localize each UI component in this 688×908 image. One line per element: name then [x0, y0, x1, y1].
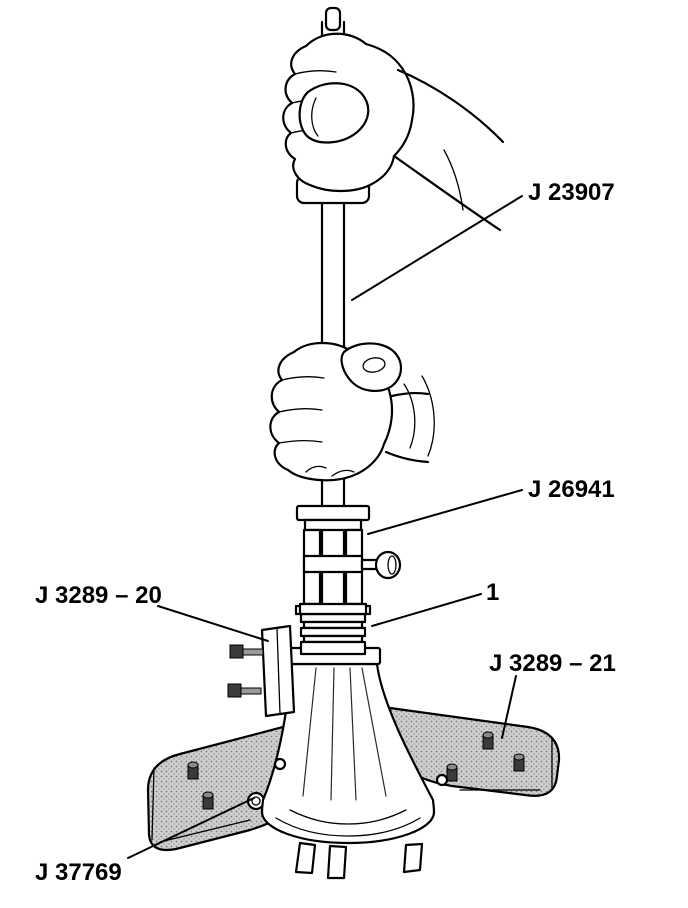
upper-thumb: [298, 82, 370, 144]
clamp-bolt-head: [227, 683, 242, 698]
housing-rim: [275, 809, 421, 837]
label-driver-handle: J 23907: [528, 179, 615, 206]
label-fixture-right: J 3289 – 21: [489, 650, 616, 677]
label-fixture-left: J 3289 – 20: [35, 582, 162, 609]
housing-shading: [302, 667, 387, 801]
leader-line: [501, 675, 517, 739]
label-installer: J 26941: [528, 476, 615, 503]
label-component-callout: 1: [486, 579, 499, 606]
leader-line: [127, 797, 255, 859]
upper-forearm-lines: [392, 68, 505, 232]
clamp-bolt: [242, 648, 264, 656]
fixture-bolt: [513, 753, 525, 772]
upper-wrist-crease: [443, 149, 464, 211]
fixture-bolt: [446, 763, 458, 782]
label-fixture-base: J 37769: [35, 859, 122, 886]
upper-hand: [282, 32, 505, 232]
adapter-bottom-flange: [298, 602, 368, 616]
lower-wrist-arcs: [403, 375, 435, 457]
clamp-bracket-left: [227, 624, 296, 718]
housing-bolt: [435, 773, 449, 787]
fixture-bolt: [482, 731, 494, 750]
fixture-bolt: [202, 791, 214, 810]
adapter-top-flange: [295, 504, 371, 522]
seal-component: [294, 604, 372, 656]
lower-thumb: [340, 342, 403, 392]
housing-bolt: [273, 757, 287, 771]
adapter-crossbar: [302, 554, 364, 574]
thumb-nail: [362, 357, 386, 373]
lower-finger-creases: [278, 376, 355, 477]
leader-line: [351, 195, 523, 301]
leader-line: [371, 593, 482, 627]
leader-line: [157, 605, 269, 642]
lower-hand: [269, 342, 435, 482]
labels: J 23907 J 26941 J 3289 – 20 1 J 3289 – 2…: [35, 179, 616, 886]
housing-feet: [294, 841, 424, 880]
clamp-bolt-head: [229, 644, 244, 659]
fixture-bolt: [187, 761, 199, 780]
shaft-top-cap: [324, 6, 342, 32]
leader-line: [367, 489, 523, 535]
clamp-bolt: [240, 687, 262, 695]
leader-lines: [127, 195, 523, 859]
upper-thumb-crease: [311, 97, 319, 137]
lower-wrist-lines: [384, 391, 430, 464]
installer-adapter: [295, 504, 402, 616]
housing-cone: [260, 662, 436, 845]
